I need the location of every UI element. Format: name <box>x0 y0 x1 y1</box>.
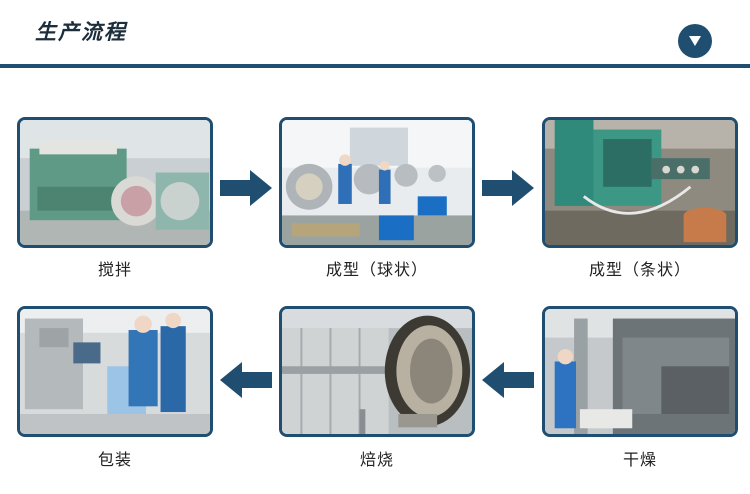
step-image-ball-forming <box>279 117 475 248</box>
step-label-ball-forming: 成型（球状） <box>325 260 428 279</box>
step-image-packaging <box>17 306 213 437</box>
header-divider <box>0 64 750 68</box>
arrow-right-icon <box>482 170 534 206</box>
chevron-down-icon <box>689 36 701 46</box>
step-label-roasting: 焙烧 <box>359 450 394 469</box>
step-label-strip-forming: 成型（条状） <box>588 260 691 279</box>
step-label-drying: 干燥 <box>622 450 657 469</box>
arrow-left-icon <box>220 362 272 398</box>
arrow-left-icon <box>482 362 534 398</box>
step-image-strip-forming <box>542 117 738 248</box>
step-image-mixing <box>17 117 213 248</box>
step-image-drying <box>542 306 738 437</box>
step-label-mixing: 搅拌 <box>97 260 132 279</box>
step-image-roasting <box>279 306 475 437</box>
page-title: 生产流程 <box>35 20 127 44</box>
arrow-right-icon <box>220 170 272 206</box>
step-label-packaging: 包装 <box>97 450 132 469</box>
collapse-button[interactable] <box>678 24 712 58</box>
